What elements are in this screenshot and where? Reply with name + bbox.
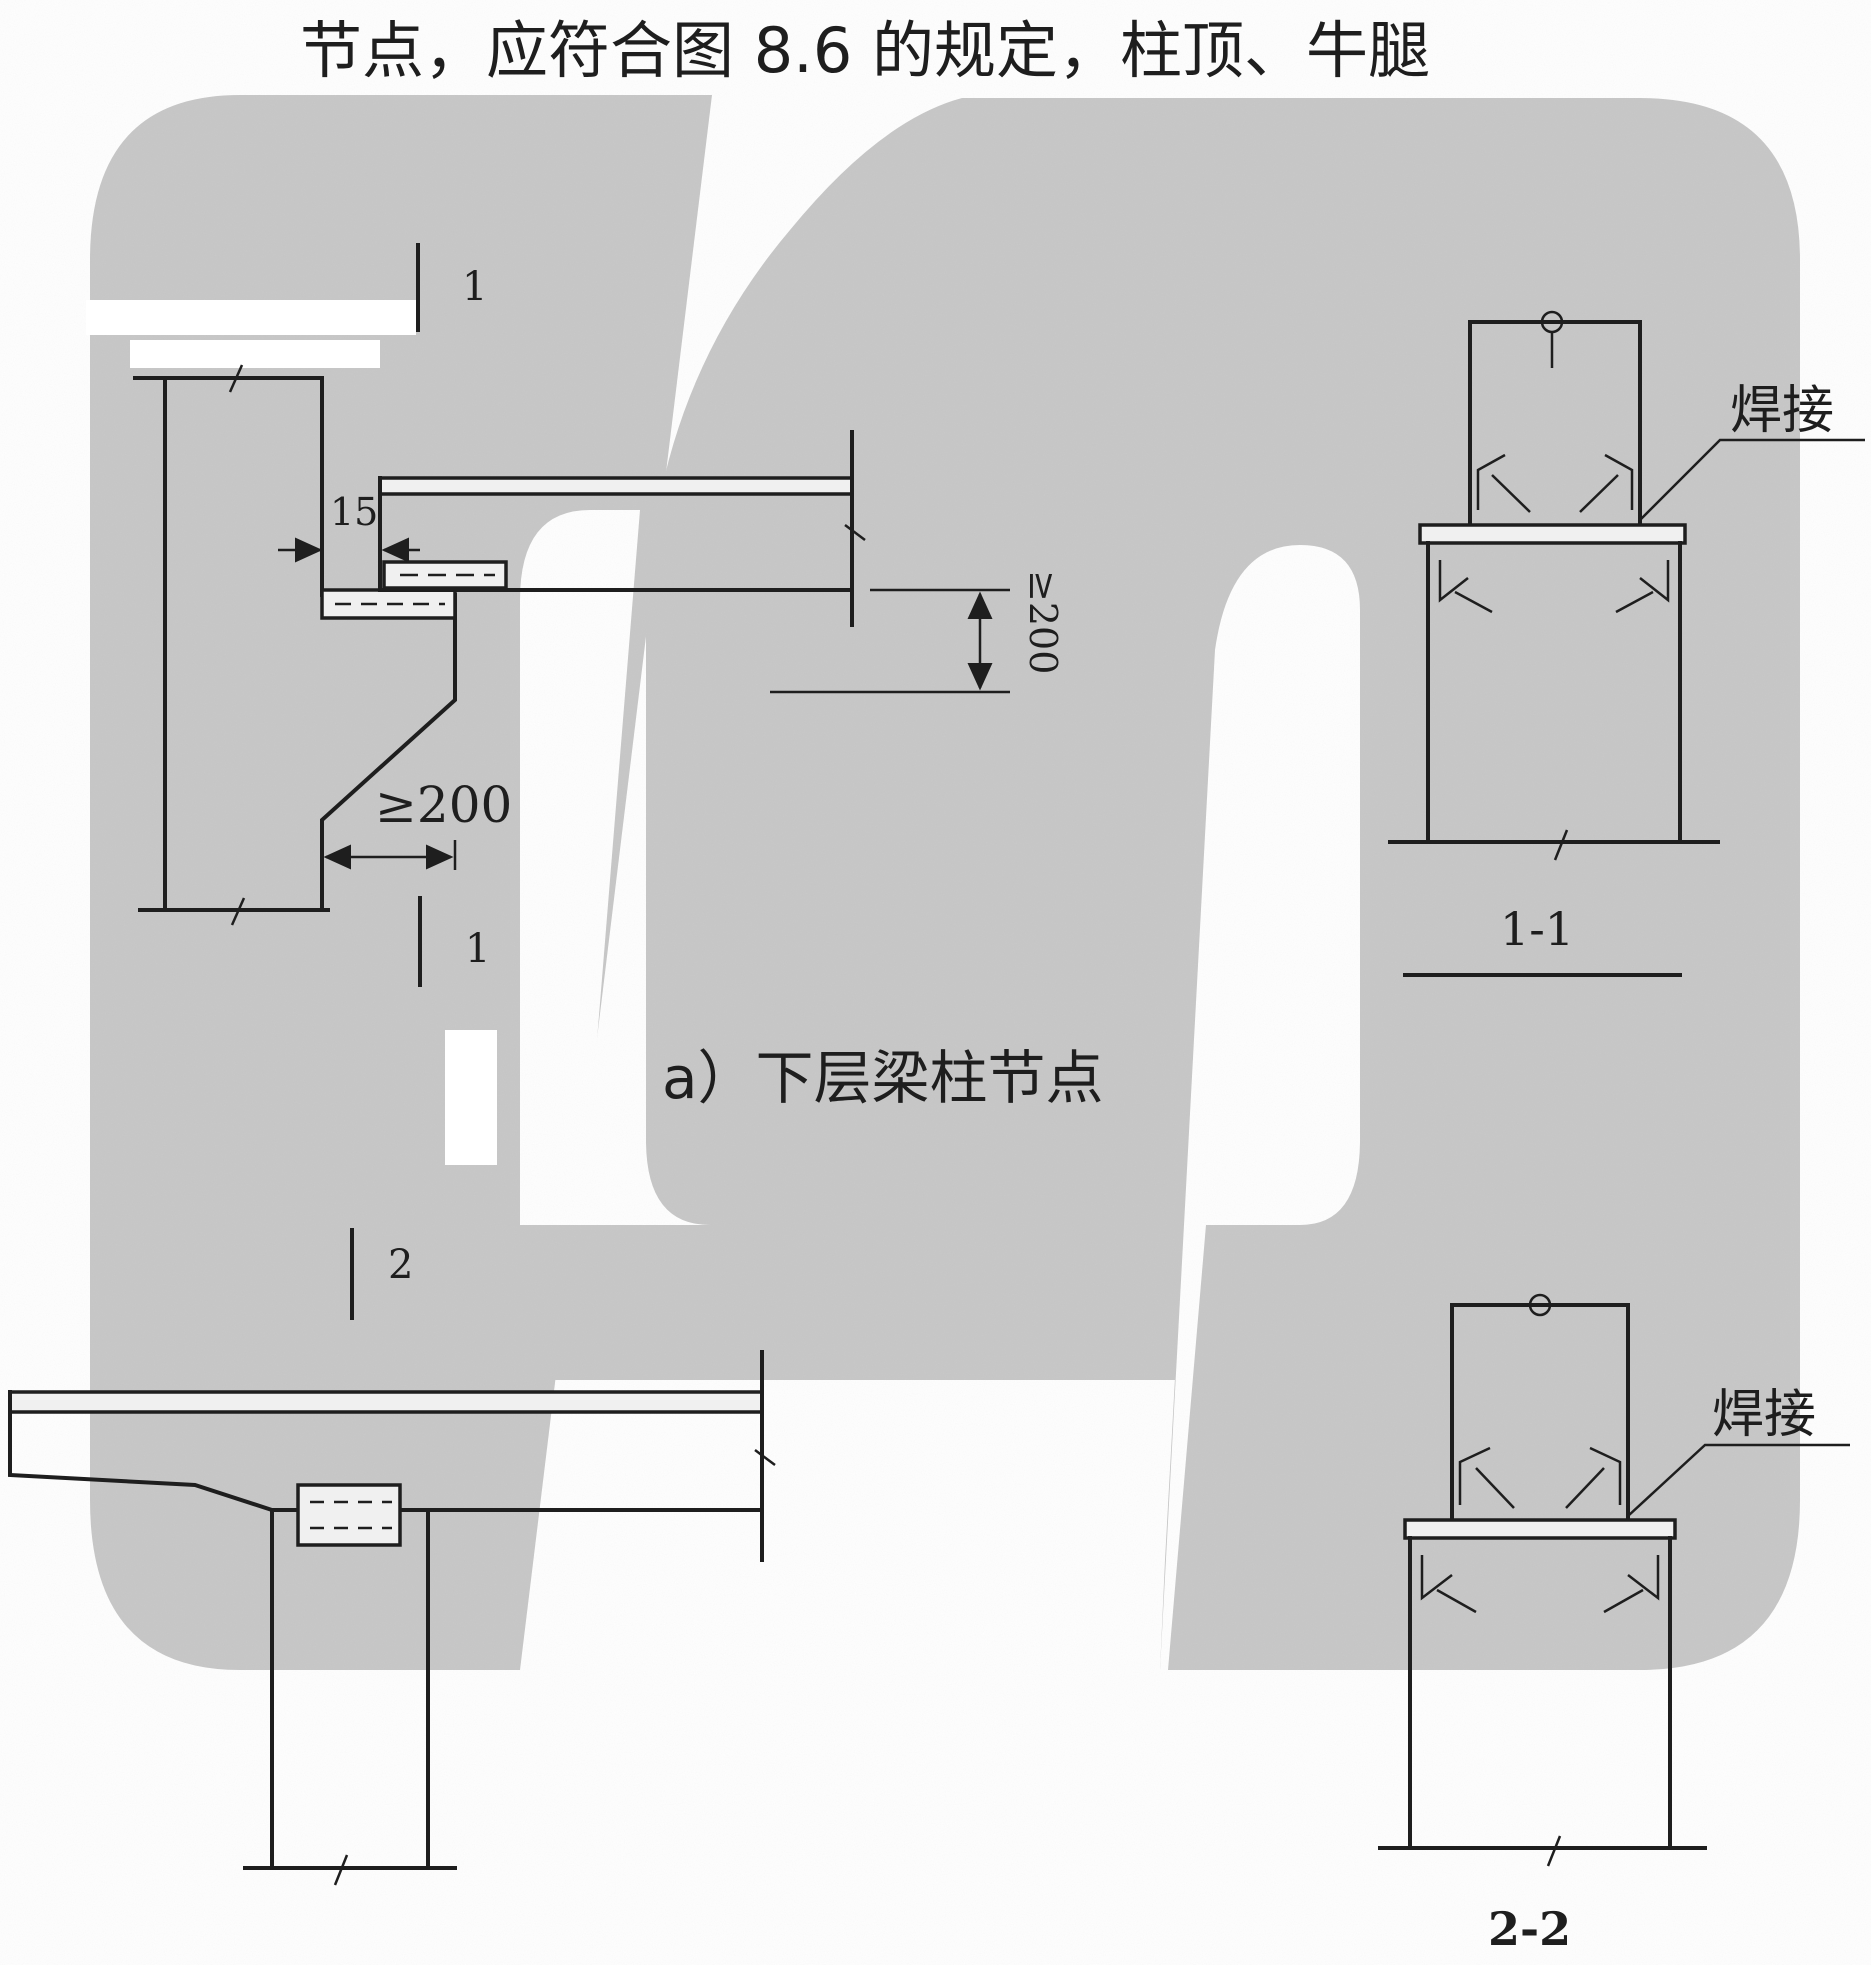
section-2-2-bar-4	[1565, 1467, 1605, 1509]
patch-left-top	[86, 300, 416, 335]
header-text: 节点，应符合图 8.6 的规定，柱顶、牛腿	[300, 14, 1430, 87]
section-1-1-bar-8	[1615, 590, 1654, 614]
section-2-2-lower-top	[1403, 1518, 1677, 1540]
white-patches	[86, 300, 497, 1165]
section-1-1-weld-label: 焊接	[1730, 381, 1834, 441]
section-2-2-bar-1	[1458, 1446, 1491, 1505]
section-1-1-bar-2	[1491, 474, 1531, 513]
patch-caption	[445, 1030, 497, 1165]
section-2-2-bar-2	[1475, 1467, 1515, 1509]
section-1-1-base-break	[1553, 829, 1569, 861]
joint-a: 15 ≥200 ≥200 1 1 a）下层梁柱节点	[133, 243, 1104, 1112]
section-2-2: 焊接 2-2	[1378, 1293, 1850, 1956]
section-2-2-bar-7	[1627, 1555, 1660, 1601]
section-1-1: 焊接 1-1	[1388, 310, 1865, 977]
section-mark-2-label: 2	[388, 1242, 413, 1288]
dim-ge200-vertical-label: ≥200	[1021, 570, 1065, 674]
section-1-1-title: 1-1	[1500, 902, 1574, 956]
beam-2-end-break	[754, 1449, 776, 1466]
beam-2-bearing-block	[296, 1483, 402, 1547]
section-1-1-bar-5	[1438, 560, 1469, 603]
section-2-2-bar-8	[1603, 1588, 1644, 1614]
joint-b: 2	[8, 1228, 776, 1886]
section-1-1-lower-top	[1418, 523, 1687, 545]
patch-left-mid	[130, 340, 380, 368]
caption-a: a）下层梁柱节点	[662, 1044, 1104, 1112]
section-2-2-weld-label: 焊接	[1712, 1385, 1816, 1445]
beam-2-top-flange	[8, 1390, 764, 1414]
section-1-1-bar-6	[1454, 590, 1493, 614]
section-1-1-bar-4	[1579, 474, 1619, 513]
section-1-1-bar-1	[1476, 453, 1506, 510]
dim-ge200-corbel-label: ≥200	[375, 776, 512, 834]
section-1-1-bar-7	[1639, 560, 1670, 603]
section-mark-1-bottom-label: 1	[465, 926, 490, 972]
section-1-1-weld-leader	[1639, 438, 1865, 521]
beam-end-break	[844, 524, 866, 541]
section-2-2-bar-6	[1436, 1588, 1477, 1614]
section-2-2-bar-3	[1589, 1446, 1622, 1505]
section-2-2-title: 2-2	[1488, 1902, 1571, 1956]
column-2-base-break	[333, 1854, 349, 1886]
beam-top-flange	[378, 476, 854, 496]
section-2-2-lifting-lug	[1528, 1293, 1552, 1317]
column-top-break	[228, 364, 244, 393]
section-2-2-bar-5	[1420, 1555, 1453, 1601]
section-2-2-weld-leader	[1627, 1443, 1850, 1517]
section-mark-1-top-label: 1	[462, 264, 487, 310]
section-2-2-base-break	[1546, 1835, 1562, 1867]
section-1-1-bar-3	[1604, 453, 1634, 510]
column-bottom-break	[230, 897, 246, 926]
beam-2-left-profile	[8, 1390, 764, 1512]
section-1-1-upper-box	[1468, 320, 1642, 527]
dim-15-label: 15	[330, 490, 378, 534]
section-2-2-upper-box	[1450, 1303, 1630, 1522]
